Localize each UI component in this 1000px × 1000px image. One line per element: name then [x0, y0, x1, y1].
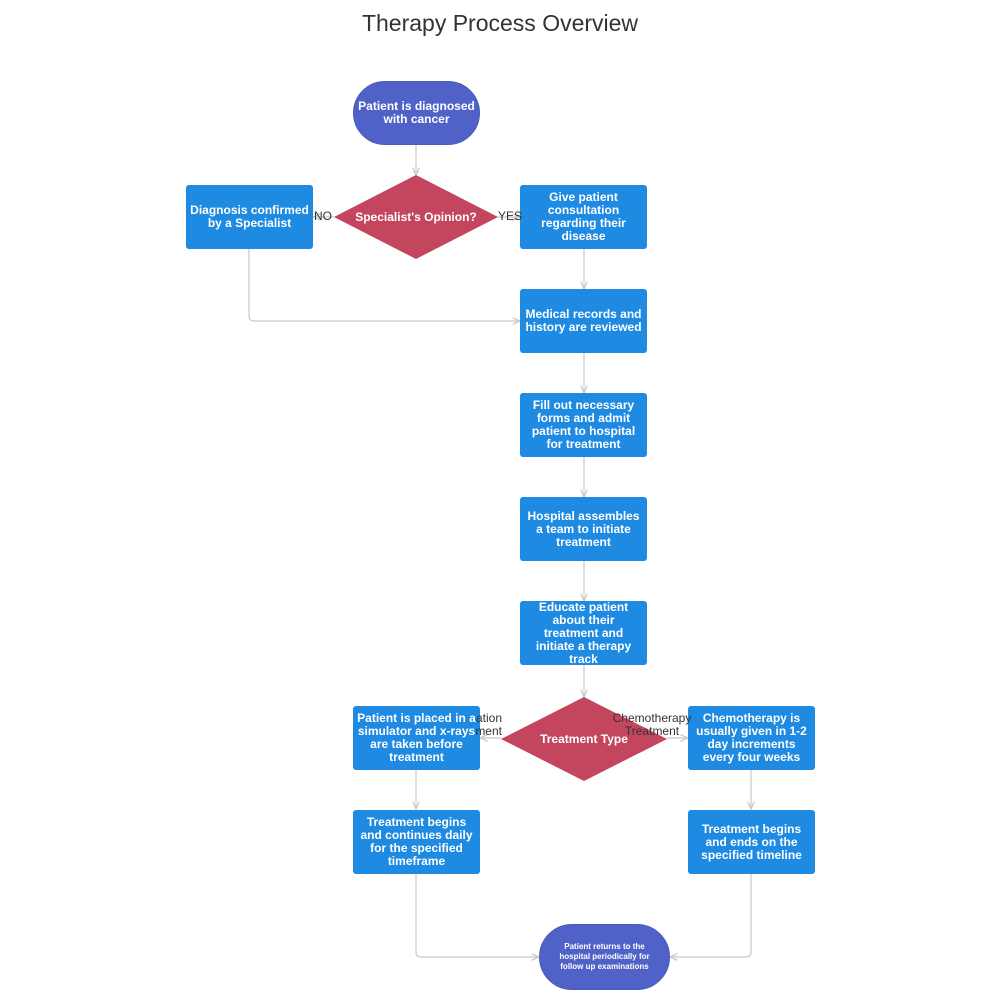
- treatment-type-decision[interactable]: Treatment Type: [501, 697, 667, 781]
- end-terminal-label: Patient returns to the hospital periodic…: [559, 942, 650, 971]
- start-terminal-label: Patient is diagnosed with cancer: [358, 99, 475, 126]
- team-box[interactable]: Hospital assembles a team to initiate tr…: [520, 497, 647, 561]
- end-terminal[interactable]: Patient returns to the hospital periodic…: [539, 924, 670, 990]
- simulator-box[interactable]: Patient is placed in a simulator and x-r…: [353, 706, 480, 770]
- treatment-type-decision-label: Treatment Type: [540, 731, 628, 746]
- records-box[interactable]: Medical records and history are reviewed: [520, 289, 647, 353]
- treatment-type-diamond-shape: [501, 697, 667, 781]
- chemo-box-label: Chemotherapy is usually given in 1-2 day…: [696, 711, 807, 764]
- edge-timeline-to-end: [670, 874, 752, 957]
- edge-label-chemotherapy-line-2: Treatment: [624, 724, 680, 738]
- simulator-box-label: Patient is placed in a simulator and x-r…: [357, 711, 476, 764]
- edge-label-radiation-line-2: ment: [475, 724, 502, 738]
- start-terminal[interactable]: Patient is diagnosed with cancer: [353, 81, 480, 145]
- educate-box[interactable]: Educate patient about their treatment an…: [520, 599, 647, 666]
- edge-label-no: NO: [314, 209, 332, 223]
- edge-confirmed-to-records: [248, 249, 520, 321]
- edge-label-radiation-line-1: ation: [475, 711, 502, 725]
- timeline-treatment-box-label: Treatment begins and ends on the specifi…: [701, 821, 802, 862]
- timeline-treatment-box[interactable]: Treatment begins and ends on the specifi…: [688, 810, 815, 874]
- diagram-title: Therapy Process Overview: [361, 10, 639, 36]
- confirmed-box-label: Diagnosis confirmed by a Specialist: [190, 203, 309, 230]
- edge-label-yes: YES: [498, 209, 523, 223]
- edge-label-radiation: ation ment: [460, 712, 502, 738]
- opinion-diamond-shape: [334, 175, 498, 259]
- educate-box-label: Educate patient about their treatment an…: [535, 599, 632, 666]
- consult-box[interactable]: Give patient consultation regarding thei…: [520, 185, 647, 249]
- forms-box-label: Fill out necessary forms and admit patie…: [531, 398, 636, 451]
- forms-box[interactable]: Fill out necessary forms and admit patie…: [520, 393, 647, 457]
- opinion-decision[interactable]: Specialist's Opinion?: [334, 175, 498, 259]
- daily-treatment-box[interactable]: Treatment begins and continues daily for…: [353, 810, 480, 874]
- confirmed-box[interactable]: Diagnosis confirmed by a Specialist: [186, 185, 313, 249]
- team-box-label: Hospital assembles a team to initiate tr…: [527, 508, 640, 549]
- edge-label-chemotherapy-line-1: Chemotherapy: [612, 711, 692, 725]
- records-box-label: Medical records and history are reviewed: [525, 307, 642, 334]
- edge-label-chemotherapy: Chemotherapy Treatment: [612, 712, 692, 738]
- edge-daily-to-end: [415, 874, 539, 957]
- chemo-box[interactable]: Chemotherapy is usually given in 1-2 day…: [688, 706, 815, 770]
- daily-treatment-box-label: Treatment begins and continues daily for…: [360, 815, 473, 868]
- opinion-decision-label: Specialist's Opinion?: [355, 209, 477, 224]
- consult-box-label: Give patient consultation regarding thei…: [541, 190, 626, 243]
